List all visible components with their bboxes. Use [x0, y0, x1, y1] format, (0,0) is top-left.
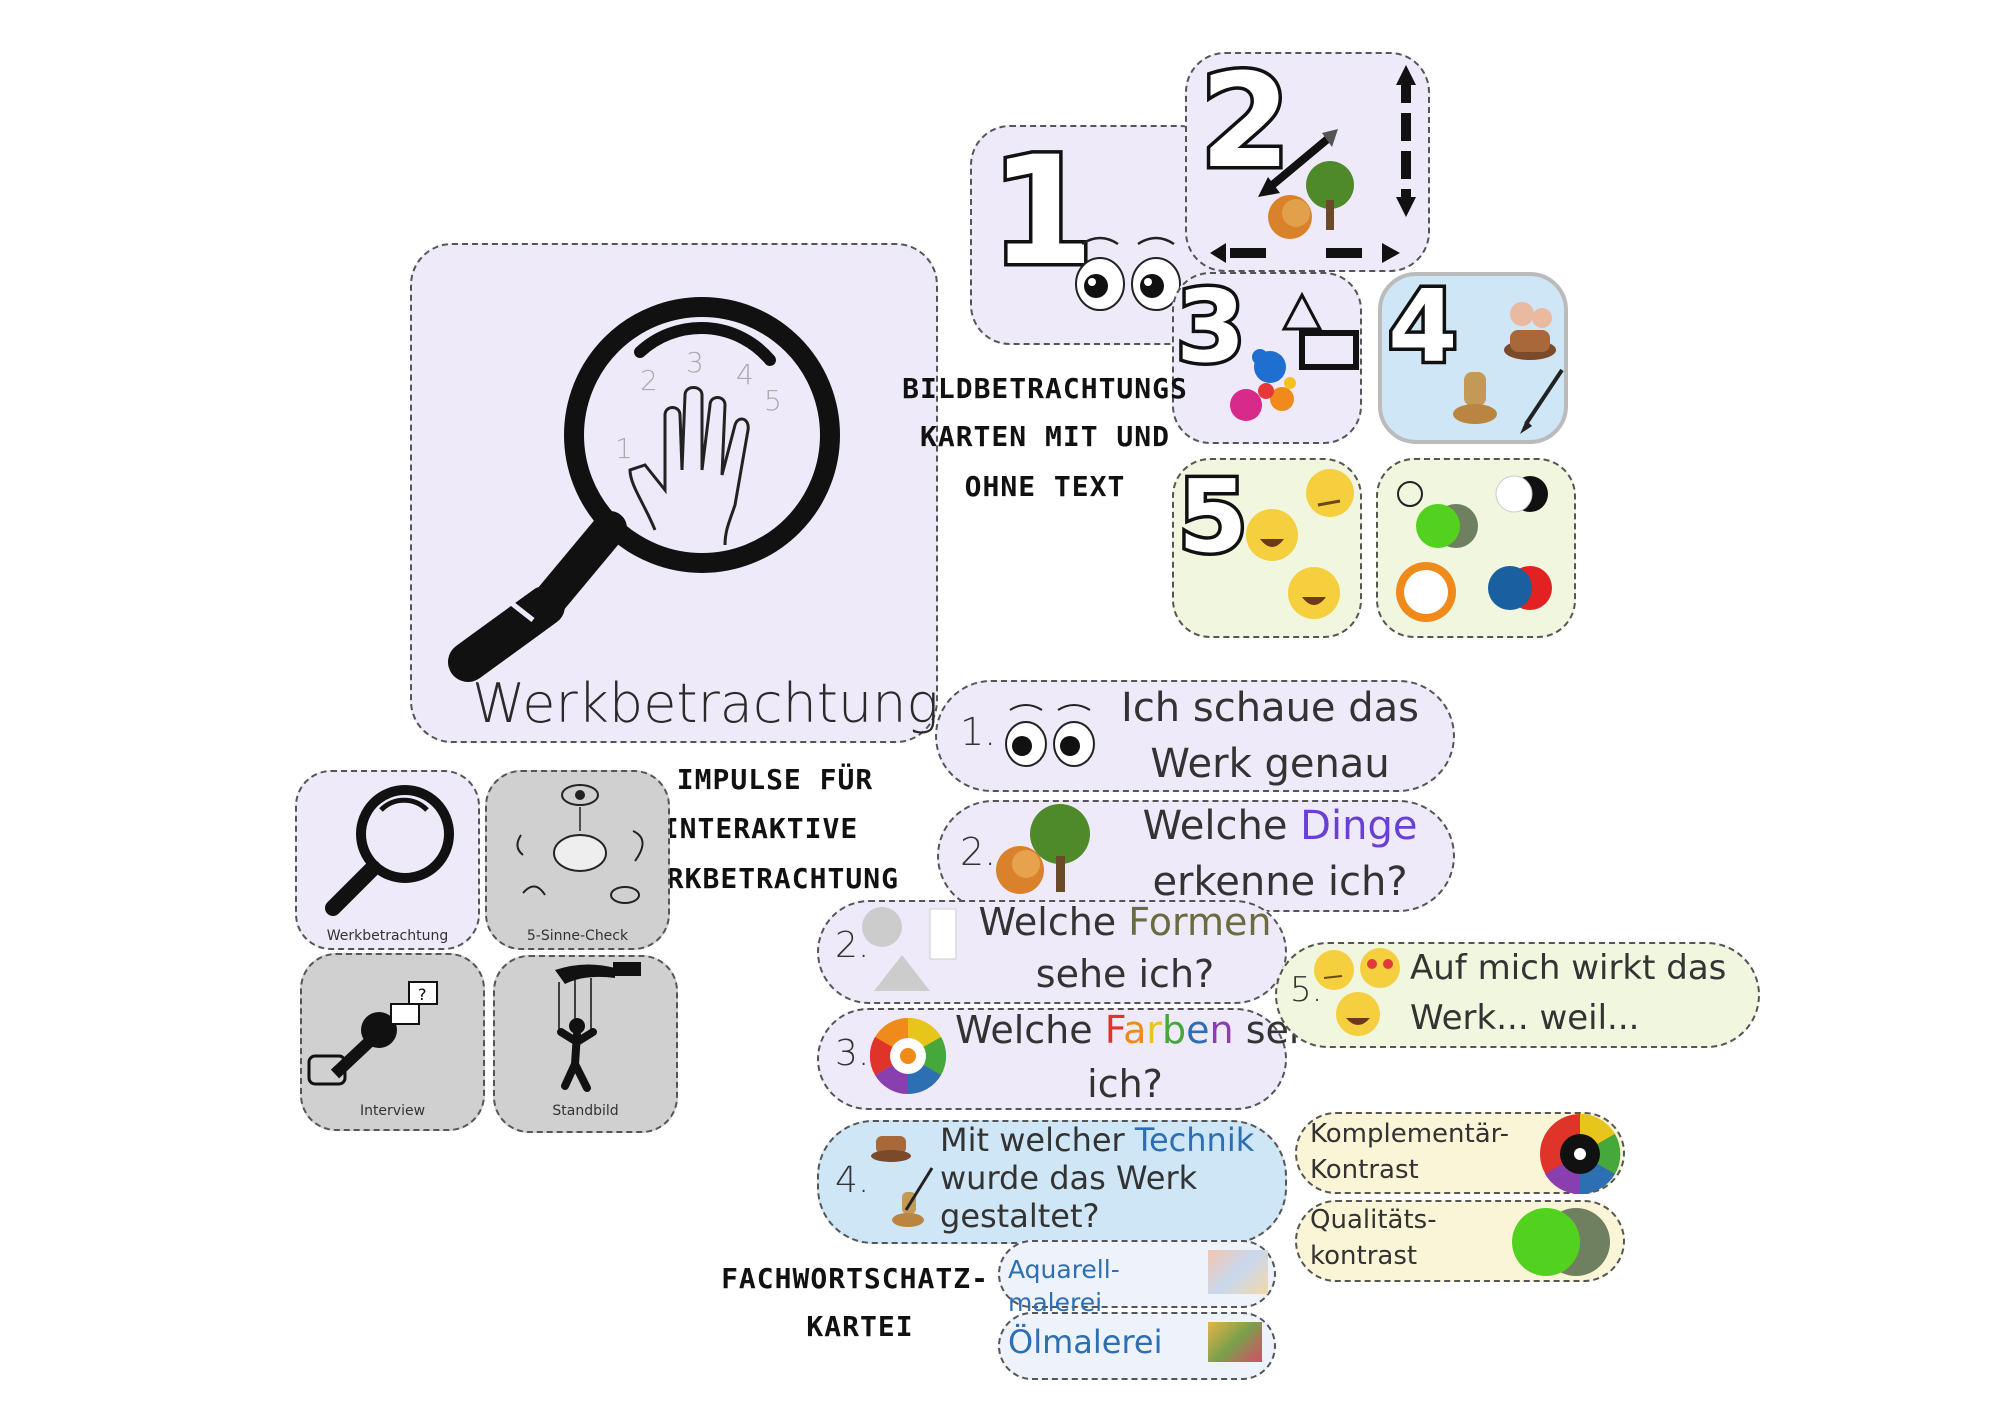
q4-highlight-technik: Technik — [1134, 1121, 1255, 1159]
q2-line-1: Welche Dinge — [1142, 803, 1418, 849]
shapes-icon — [862, 907, 957, 991]
finger-number-4: 4 — [736, 358, 754, 391]
vocab-qualitaet-line-2: kontrast — [1310, 1241, 1418, 1271]
q3-highlight-farben: Farben — [1104, 1008, 1234, 1052]
vocab-komplementaer-line-2: Kontrast — [1310, 1155, 1419, 1185]
eyes-icon-q1 — [1005, 704, 1095, 767]
impulse-label-line-3: WERKBETRACHTUNG — [631, 862, 899, 895]
q2-line-2: erkenne ich? — [1152, 859, 1408, 905]
q4-line-1: Mit welcher Technik — [940, 1121, 1255, 1159]
vocab-qualitaet-line-1: Qualitäts- — [1310, 1205, 1437, 1235]
apple-tree-icon — [996, 804, 1090, 894]
impulse-label-line-1: IMPULSE FÜR — [676, 763, 874, 796]
impulse-caption-werkbetrachtung: Werkbetrachtung — [326, 928, 449, 944]
impulse-caption-5-sinne: 5-Sinne-Check — [526, 928, 629, 944]
microphone-interview-icon: ? — [307, 981, 438, 1086]
q2-highlight-dinge: Dinge — [1300, 803, 1418, 849]
green-contrast-icon — [1512, 1208, 1610, 1276]
q2b-highlight-formen: Formen — [1128, 900, 1272, 944]
impulse-card-interview[interactable] — [300, 953, 485, 1131]
finger-number-5: 5 — [764, 384, 782, 417]
impulse-caption-interview: Interview — [359, 1103, 426, 1119]
puppet-standbild-icon — [555, 962, 641, 1092]
impulse-card-standbild[interactable] — [493, 955, 678, 1133]
perspective-arrows-icon — [1210, 65, 1416, 263]
finger-number-3: 3 — [686, 346, 704, 379]
q2-number: 2. — [960, 830, 997, 874]
q4-number: 4. — [835, 1160, 870, 1201]
svg-text:?: ? — [418, 985, 427, 1004]
q4-line-3: gestaltet? — [940, 1197, 1100, 1235]
technique-icon-q4 — [871, 1136, 934, 1227]
eyes-icon — [1075, 236, 1181, 311]
shapes-splash-icon — [1230, 291, 1359, 421]
q1-line-1: Ich schaue das — [1121, 685, 1419, 731]
q5-line-2: Werk... weil... — [1410, 998, 1640, 1038]
q2b-line-2: sehe ich? — [1035, 952, 1215, 996]
impulse-caption-standbild: Standbild — [552, 1103, 619, 1119]
emotion-faces-icon-q5 — [1314, 948, 1400, 1036]
q4-line-2: wurde das Werk — [940, 1159, 1198, 1197]
q3-number: 3. — [835, 1033, 870, 1074]
q5-line-1: Auf mich wirkt das — [1410, 948, 1727, 988]
vocab-komplementaer-line-1: Komplementär- — [1310, 1119, 1510, 1149]
five-senses-icon — [516, 784, 644, 904]
card-4-number: 4 — [1385, 265, 1462, 389]
card-3-number: 3 — [1173, 265, 1250, 389]
magnifier-icon — [325, 785, 454, 916]
q1-number: 1. — [960, 710, 997, 754]
q3-line-2: ich? — [1087, 1062, 1163, 1106]
bild-label-line-3: OHNE TEXT — [964, 470, 1126, 503]
fach-label-line-2: KARTEI — [806, 1310, 914, 1343]
aquarell-thumbnail — [1208, 1250, 1268, 1294]
finger-number-1: 1 — [615, 432, 633, 465]
picture-card-2[interactable] — [1185, 52, 1430, 272]
impulse-label-line-2: INTERAKTIVE — [661, 812, 859, 845]
color-wheel-icon — [869, 1017, 947, 1095]
fach-label-line-1: FACHWORTSCHATZ- — [721, 1262, 989, 1295]
bild-label-line-1: BILDBETRACHTUNGS — [902, 372, 1188, 405]
main-card-title: Werkbetrachtung — [472, 672, 939, 735]
vocab-aquarell-label: Aquarell-malerei — [1008, 1255, 1120, 1317]
bild-label-line-2: KARTEN MIT UND — [919, 420, 1170, 453]
card-2-number: 2 — [1196, 42, 1294, 201]
finger-number-2: 2 — [640, 364, 658, 397]
magnifier-hand-icon — [448, 297, 840, 682]
oel-thumbnail — [1208, 1322, 1262, 1362]
technique-icon — [1453, 302, 1564, 434]
emotion-faces-icon — [1246, 469, 1354, 619]
vocab-oel-label: Ölmalerei — [1008, 1323, 1163, 1361]
card-5-number: 5 — [1175, 455, 1252, 579]
q3-line-1: Welche Farben sehe — [955, 1008, 1337, 1052]
q2b-line-1: Welche Formen — [978, 900, 1272, 944]
impulse-card-werkbetrachtung[interactable] — [295, 770, 480, 950]
color-contrast-icon — [1396, 475, 1552, 622]
color-wheel-icon-komplementaer — [1540, 1113, 1621, 1195]
